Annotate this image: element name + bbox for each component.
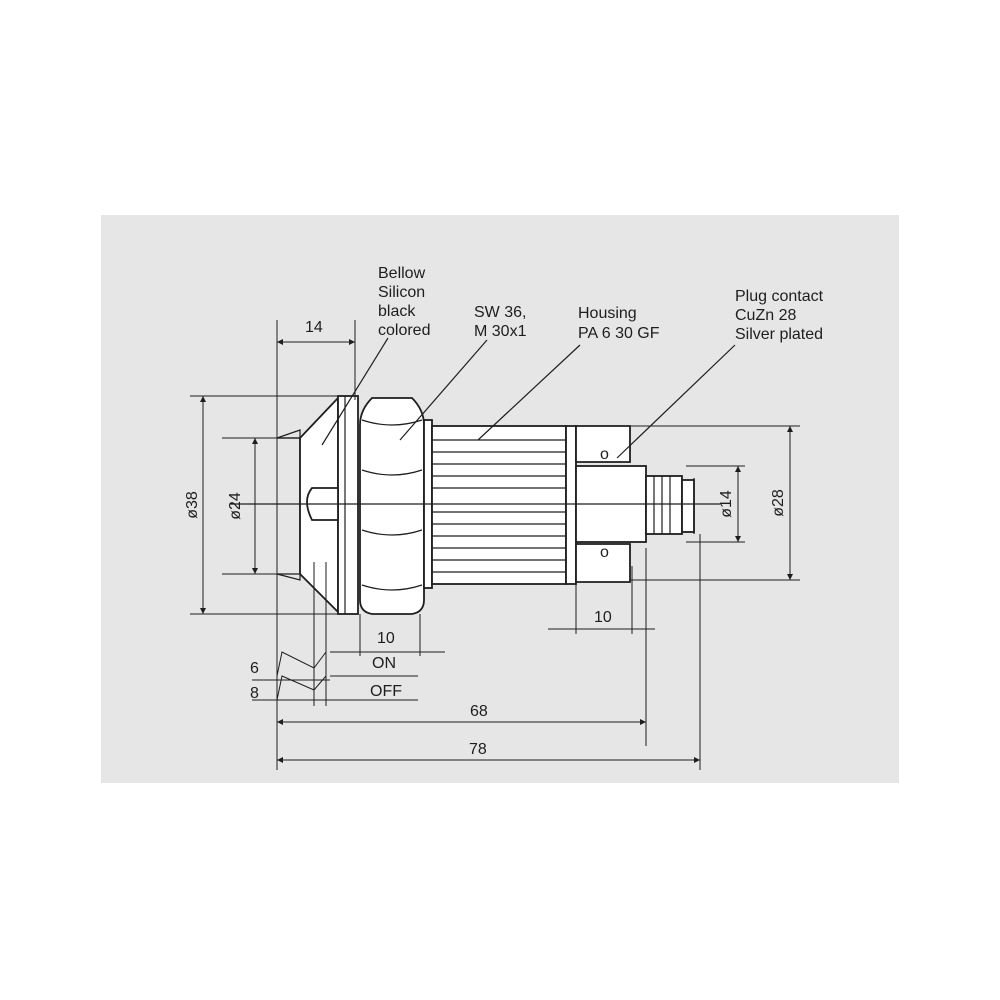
svg-text:o: o [600,446,609,463]
svg-text:PA 6 30 GF: PA 6 30 GF [578,325,660,342]
label-on: ON [372,655,396,672]
svg-text:Housing: Housing [578,305,637,322]
svg-text:colored: colored [378,322,430,339]
svg-text:black: black [378,303,416,320]
dim-10-nut: 10 [377,630,395,647]
svg-text:SW 36,: SW 36, [474,304,526,321]
front-flange [337,395,359,615]
nut-label: SW 36, M 30x1 [474,304,527,340]
svg-text:Silicon: Silicon [378,284,425,301]
dim-68: 68 [470,703,488,720]
dimension-lines [190,320,800,770]
hex-nut [359,397,425,615]
label-off: OFF [370,683,402,700]
housing-body [431,425,577,585]
dim-10-plug: 10 [594,609,612,626]
dim-6: 6 [250,660,259,677]
dim-14-top: 14 [305,319,323,336]
dim-d38: ø38 [184,491,201,519]
bellow-label: Bellow Silicon black colored [378,265,430,339]
dim-78: 78 [469,741,487,758]
plug-label: Plug contact CuZn 28 Silver plated [735,288,824,343]
dim-d28: ø28 [770,489,787,517]
svg-text:M 30x1: M 30x1 [474,323,527,340]
dim-8: 8 [250,685,259,702]
housing-label: Housing PA 6 30 GF [578,305,660,342]
dim-d14-right: ø14 [718,490,735,518]
svg-text:o: o [600,544,609,561]
svg-text:Bellow: Bellow [378,265,426,282]
dim-d24: ø24 [227,492,244,520]
svg-text:Silver plated: Silver plated [735,326,823,343]
svg-text:Plug contact: Plug contact [735,288,824,305]
svg-text:CuZn 28: CuZn 28 [735,307,796,324]
